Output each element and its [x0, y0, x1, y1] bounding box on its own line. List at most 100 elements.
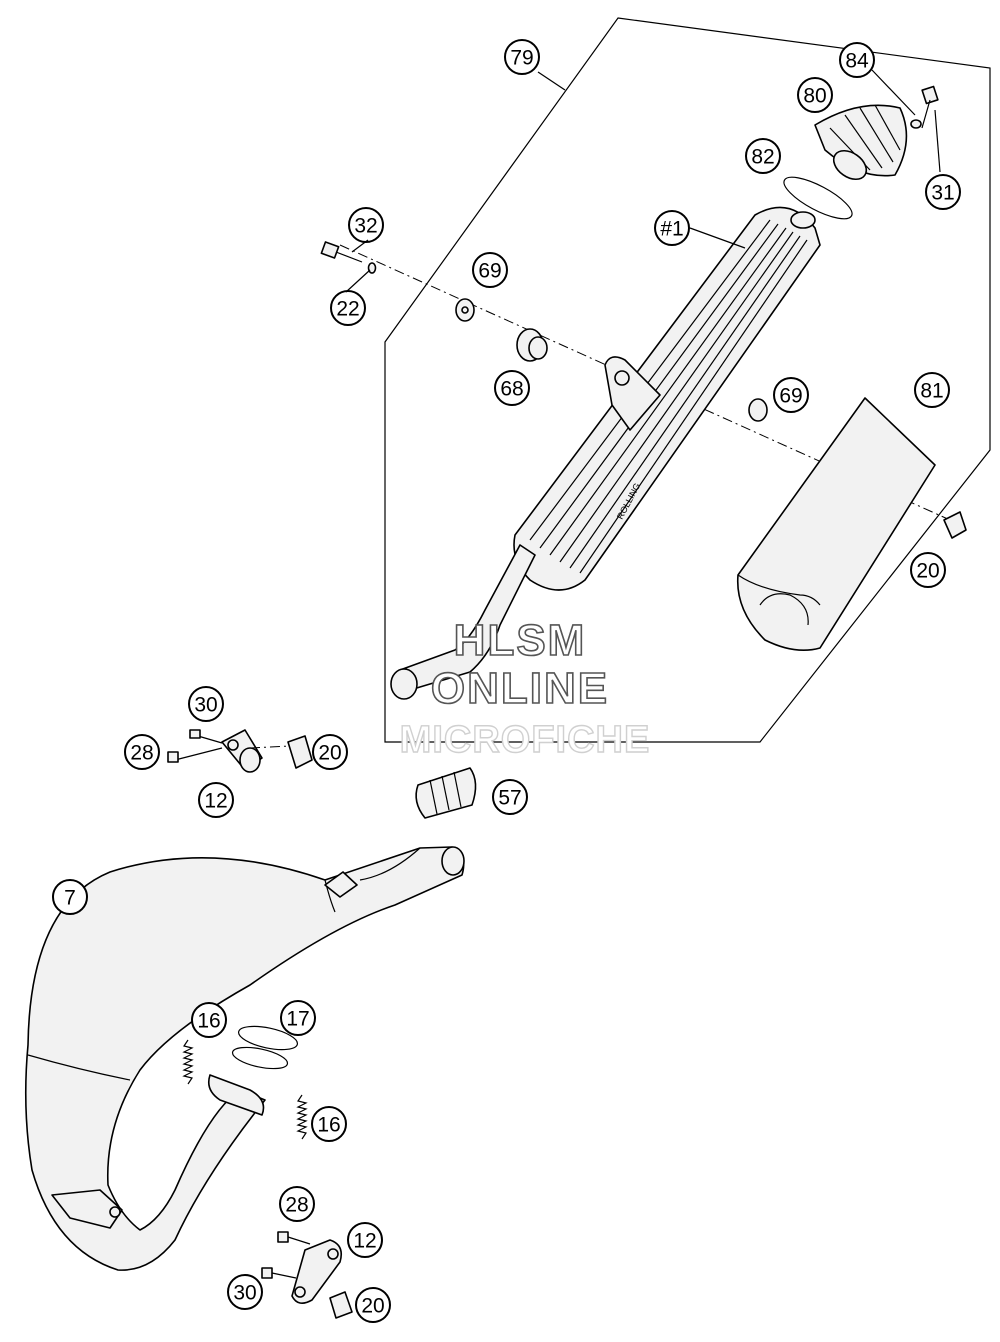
callout-30a: 30 — [188, 686, 224, 722]
callout-label: 12 — [353, 1230, 376, 1253]
callout-12b: 12 — [347, 1222, 383, 1258]
washer-69-lower — [748, 398, 768, 422]
callout-label: 16 — [197, 1010, 220, 1033]
spring-lower — [296, 1094, 308, 1140]
callout-31: 31 — [925, 174, 961, 210]
callout-22: 22 — [330, 290, 366, 326]
callout-circle — [797, 77, 833, 113]
end-cap — [814, 104, 908, 181]
callout-label: 30 — [233, 1282, 256, 1305]
callout-30b: 30 — [227, 1274, 263, 1310]
callout-57: 57 — [492, 779, 528, 815]
callout-circle — [472, 252, 508, 288]
callout-label: #1 — [660, 218, 683, 241]
muffler-assembly-frame — [384, 17, 991, 743]
callout-label: 69 — [478, 260, 501, 283]
callout-label: 79 — [510, 47, 533, 70]
callout-69b: 69 — [773, 377, 809, 413]
callout-circle — [839, 42, 875, 78]
washer-84 — [910, 119, 922, 129]
callout-82: 82 — [745, 138, 781, 174]
clip-nut-upper — [943, 511, 967, 539]
callout-circle — [198, 782, 234, 818]
lower-bracket-group — [261, 1231, 353, 1319]
callout-circle — [52, 879, 88, 915]
callout-label: 7 — [64, 887, 76, 910]
callout-label: 16 — [317, 1114, 340, 1137]
leader-lines — [345, 69, 941, 293]
callout-28b: 28 — [279, 1186, 315, 1222]
spring-sleeve — [415, 767, 477, 819]
callout-17: 17 — [280, 1000, 316, 1036]
callout-label: 84 — [845, 50, 869, 73]
seal-rings — [231, 1025, 299, 1070]
callout-label: 22 — [336, 298, 359, 321]
callout-12a: 12 — [198, 782, 234, 818]
watermark-line-1: HLSM — [454, 616, 587, 665]
callout-label: 12 — [204, 790, 227, 813]
callout-circle — [925, 174, 961, 210]
callout-circle — [492, 779, 528, 815]
callout-circle — [279, 1186, 315, 1222]
callout-circle — [773, 377, 809, 413]
callout-circle — [654, 210, 690, 246]
callout-circle — [191, 1002, 227, 1038]
watermark: HLSM ONLINE MICROFICHE — [399, 615, 651, 762]
callout-label: 81 — [920, 380, 943, 403]
callout-circle — [745, 138, 781, 174]
callout-label: 17 — [286, 1008, 309, 1031]
end-cap-gasket — [783, 176, 853, 220]
callout-label: 31 — [931, 182, 954, 205]
callout-label: 20 — [916, 560, 939, 583]
upper-bracket-group — [167, 729, 313, 773]
callout-circle — [330, 290, 366, 326]
callout-circle — [311, 1106, 347, 1142]
watermark-line-2: ONLINE — [431, 664, 609, 713]
callout-circle — [494, 370, 530, 406]
callout-label: 20 — [318, 742, 341, 765]
callout-circle — [188, 686, 224, 722]
callout-label: 32 — [354, 215, 377, 238]
heat-shield — [736, 397, 936, 651]
callout-28a: 28 — [124, 734, 160, 770]
callout-circle — [347, 1222, 383, 1258]
callout-label: 57 — [498, 787, 521, 810]
callout-32: 32 — [348, 207, 384, 243]
callout-circle — [910, 552, 946, 588]
callout-circle — [227, 1274, 263, 1310]
callout-label: 28 — [130, 742, 153, 765]
callout-84: 84 — [839, 42, 875, 78]
callout-label: 20 — [361, 1295, 384, 1318]
callout-label: 69 — [779, 385, 802, 408]
callout-label: 28 — [285, 1194, 308, 1217]
bolt-32 — [320, 241, 363, 263]
header-pipe — [24, 846, 465, 1271]
callout-20c: 20 — [355, 1287, 391, 1323]
watermark-line-3: MICROFICHE — [400, 719, 651, 761]
callout-20b: 20 — [312, 734, 348, 770]
callout-16b: 16 — [311, 1106, 347, 1142]
callout-81: 81 — [914, 372, 950, 408]
callout-80: 80 — [797, 77, 833, 113]
callout-circle — [312, 734, 348, 770]
callout-20a: 20 — [910, 552, 946, 588]
callout-1: #1 — [654, 210, 690, 246]
callout-circle — [355, 1287, 391, 1323]
callout-16a: 16 — [191, 1002, 227, 1038]
callout-label: 82 — [751, 146, 774, 169]
rubber-grommet — [516, 328, 548, 362]
washer-22 — [367, 262, 377, 274]
callout-circle — [504, 39, 540, 75]
callout-circle — [914, 372, 950, 408]
callout-68: 68 — [494, 370, 530, 406]
callout-circle — [280, 1000, 316, 1036]
callout-69a: 69 — [472, 252, 508, 288]
callout-circle — [124, 734, 160, 770]
callout-7: 7 — [52, 879, 88, 915]
callout-label: 30 — [194, 694, 217, 717]
callout-label: 80 — [803, 85, 826, 108]
callout-79: 79 — [504, 39, 540, 75]
spring-upper — [182, 1039, 194, 1085]
callout-label: 68 — [500, 378, 523, 401]
